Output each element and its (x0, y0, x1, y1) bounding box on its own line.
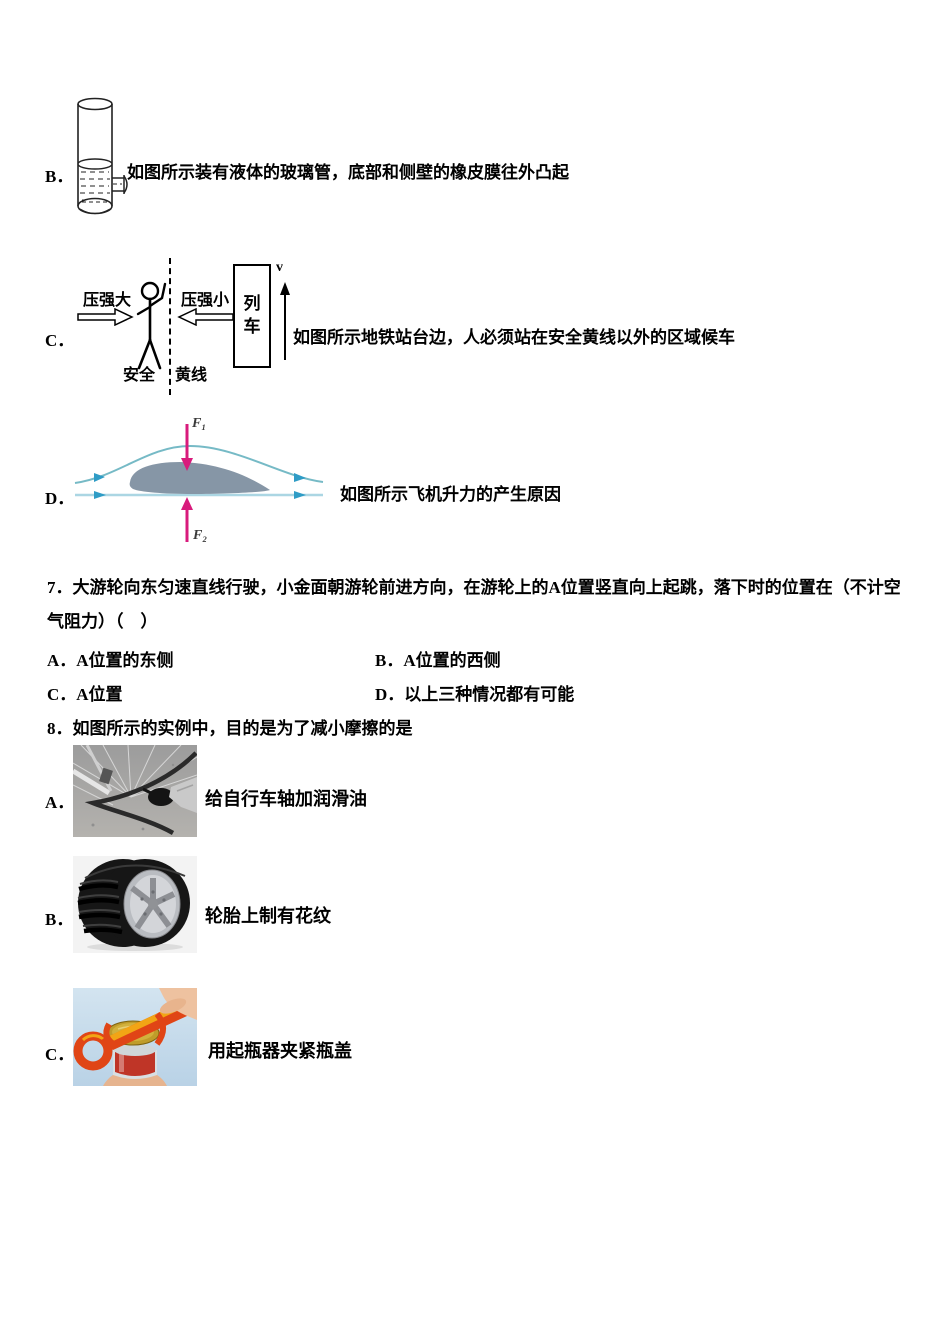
airfoil-lift-diagram (74, 424, 324, 542)
option-b-caption: 如图所示装有液体的玻璃管，底部和侧壁的橡皮膜往外凸起 (127, 163, 569, 182)
upper-streamline (74, 444, 324, 484)
tube-top-opening (77, 97, 113, 111)
velocity-label: v (276, 260, 283, 275)
pressure-big-label: 压强大 (83, 292, 132, 309)
tread-grooves (77, 879, 123, 935)
liquid-dashes (80, 171, 110, 201)
option-d-caption: 如图所示飞机升力的产生原因 (340, 485, 561, 504)
yellow-line-label: 黄线 (175, 367, 208, 384)
q8-option-a-letter: A． (45, 793, 75, 812)
right-block-arrow-icon (77, 308, 134, 326)
oil-can (148, 788, 174, 806)
frame-clamp (99, 767, 113, 785)
streamline-arrow-icon (294, 473, 306, 482)
q8-option-a-caption: 给自行车轴加润滑油 (205, 789, 367, 809)
force-f1-arrow (181, 424, 193, 471)
streamline-arrow-icon (294, 491, 306, 499)
q8-option-b-caption: 轮胎上制有花纹 (205, 906, 331, 926)
q7-option-a: A．A位置的东侧 (47, 651, 174, 670)
bottle-opener-photo (73, 988, 197, 1086)
safety-yellow-line (169, 258, 171, 395)
question-7-line1: 7．大游轮向东匀速直线行驶，小金面朝游轮前进方向，在游轮上的A位置竖直向上起跳，… (47, 578, 901, 597)
alloy-rim (123, 869, 181, 939)
option-c-letter: C． (45, 331, 75, 350)
bicycle-axle-lubrication-photo (73, 745, 197, 837)
f1-label: F₁ (192, 416, 207, 431)
liquid-surface (77, 158, 113, 170)
option-b-letter: B． (45, 167, 74, 186)
force-f2-arrow (181, 497, 193, 542)
side-tube-membrane (112, 175, 128, 194)
q7-option-d: D．以上三种情况都有可能 (375, 685, 575, 704)
safety-label: 安全 (123, 367, 156, 384)
question-8-stem: 8．如图所示的实例中，目的是为了减小摩擦的是 (47, 719, 413, 738)
q7-option-b: B．A位置的西侧 (375, 651, 501, 670)
train-label: 列车 (243, 294, 261, 336)
train-box: 列车 (233, 264, 271, 368)
streamline-arrow-icon (94, 491, 106, 499)
q7-option-c: C．A位置 (47, 685, 123, 704)
tire-rim-curve (84, 751, 197, 835)
streamline-arrow-icon (94, 473, 105, 482)
velocity-arrow-icon (280, 282, 290, 360)
opener-tool (73, 1004, 187, 1071)
left-block-arrow-icon (177, 308, 234, 326)
option-c-caption: 如图所示地铁站台边，人必须站在安全黄线以外的区域候车 (293, 328, 735, 347)
f2-label: F₂ (193, 528, 208, 543)
glass-tube-diagram (77, 97, 128, 215)
glass-jar (113, 1044, 157, 1079)
question-7-line2: 气阻力）（ ） (47, 612, 158, 631)
tire-tread-photo (73, 856, 197, 953)
q8-option-c-caption: 用起瓶器夹紧瓶盖 (208, 1041, 352, 1061)
upper-hand (159, 988, 197, 1020)
airfoil-wing (129, 462, 270, 494)
subway-platform-diagram: 压强大 压强小 列车 v 安全 黄线 (75, 258, 295, 395)
bottom-membrane (77, 197, 113, 215)
person-stick-figure (136, 281, 167, 370)
q8-option-b-letter: B． (45, 910, 74, 929)
option-d-letter: D． (45, 489, 75, 508)
q8-option-c-letter: C． (45, 1045, 75, 1064)
bike-frame-tube (73, 768, 111, 796)
pressure-small-label: 压强小 (181, 292, 230, 309)
